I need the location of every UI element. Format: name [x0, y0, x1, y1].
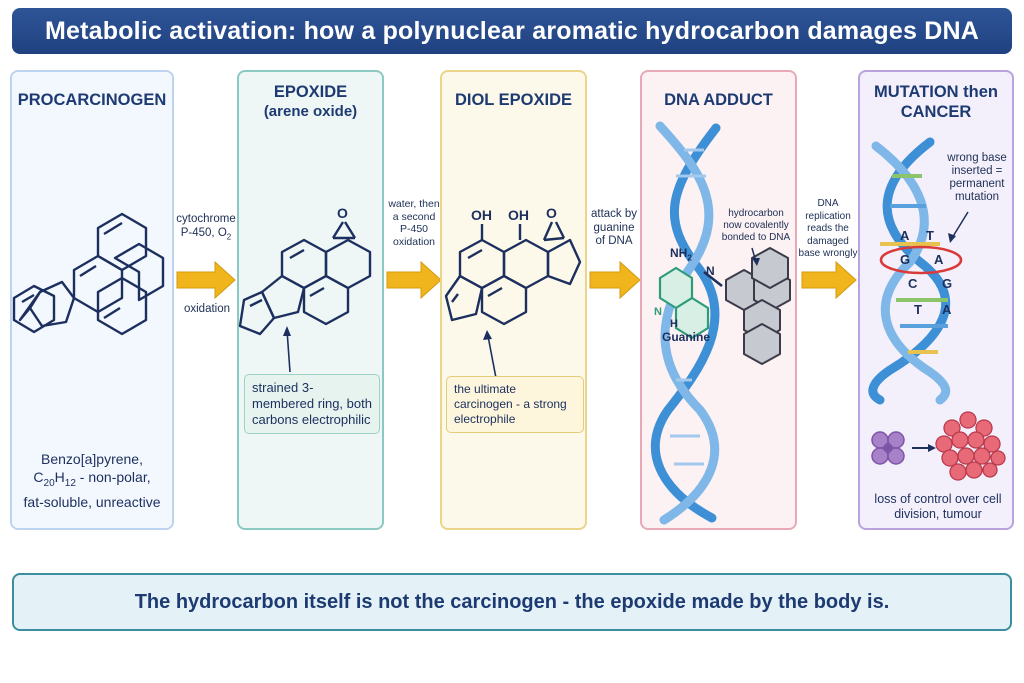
base-a-1: A	[900, 228, 910, 243]
epoxide-callout: strained 3-membered ring, both carbons e…	[244, 374, 380, 434]
arrow3-label: attack by guanine of DNA	[590, 208, 638, 247]
dna-adduct-header: DNA ADDUCT	[664, 91, 773, 109]
benzopyrene-properties: fat-soluble, unreactive	[23, 493, 161, 510]
tumour-footer: loss of control over cell division, tumo…	[874, 492, 1002, 521]
page-title: Metabolic activation: how a polynuclear …	[12, 8, 1012, 54]
procarcinogen-header: PROCARCINOGEN	[17, 91, 167, 109]
guanine-nh2: NH2	[670, 246, 692, 263]
guanine-ring-h: H	[670, 318, 678, 330]
benzopyrene-formula: C20H12 - non-polar,	[33, 469, 151, 489]
conclusion-banner: The hydrocarbon itself is not the carcin…	[12, 573, 1012, 631]
base-c: C	[908, 276, 918, 291]
arrow-2	[386, 260, 442, 300]
guanine-link-n: N	[706, 264, 715, 278]
base-t-1: T	[926, 228, 934, 243]
base-t-2: T	[914, 302, 922, 317]
diol-epoxide-panel: DIOL EPOXIDE	[440, 70, 587, 530]
base-a-mismatch: A	[934, 252, 944, 267]
diol-oh-1: OH	[471, 207, 492, 223]
arrow1-label-bottom: oxidation	[183, 303, 231, 315]
mutation-note: wrong base inserted = permanent mutation	[947, 152, 1007, 203]
arrow1-label-top: cytochrome P-450, O2	[176, 213, 236, 241]
diol-oh-2: OH	[508, 207, 529, 223]
arrow4-label: DNA replication reads the damaged base w…	[798, 198, 858, 259]
arrow-1	[176, 260, 236, 300]
epoxide-oxygen: O	[337, 205, 348, 221]
mutation-header: MUTATION then CANCER	[873, 83, 999, 121]
guanine-label: Guanine	[662, 330, 711, 344]
base-g-mismatch: G	[900, 252, 911, 267]
guanine-ring-n: N	[654, 306, 662, 318]
base-a-2: A	[942, 302, 952, 317]
diol-epoxide-callout: the ultimate carcinogen - a strong elect…	[446, 376, 584, 433]
adduct-note: hydrocarbon now covalently bonded to DNA	[721, 208, 791, 243]
benzopyrene-note: Benzo[a]pyrene, C20H12 - non-polar, fat-…	[16, 450, 168, 511]
diol-epoxide-oxygen: O	[546, 205, 557, 221]
benzopyrene-name: Benzo[a]pyrene,	[41, 451, 143, 467]
epoxide-header: EPOXIDE (arene oxide)	[263, 83, 358, 120]
arrow-4	[801, 260, 857, 300]
arrow-3	[589, 260, 641, 300]
diol-epoxide-header: DIOL EPOXIDE	[454, 91, 573, 109]
arrow2-label: water, then a second P-450 oxidation	[388, 198, 440, 248]
base-g: G	[942, 276, 953, 291]
